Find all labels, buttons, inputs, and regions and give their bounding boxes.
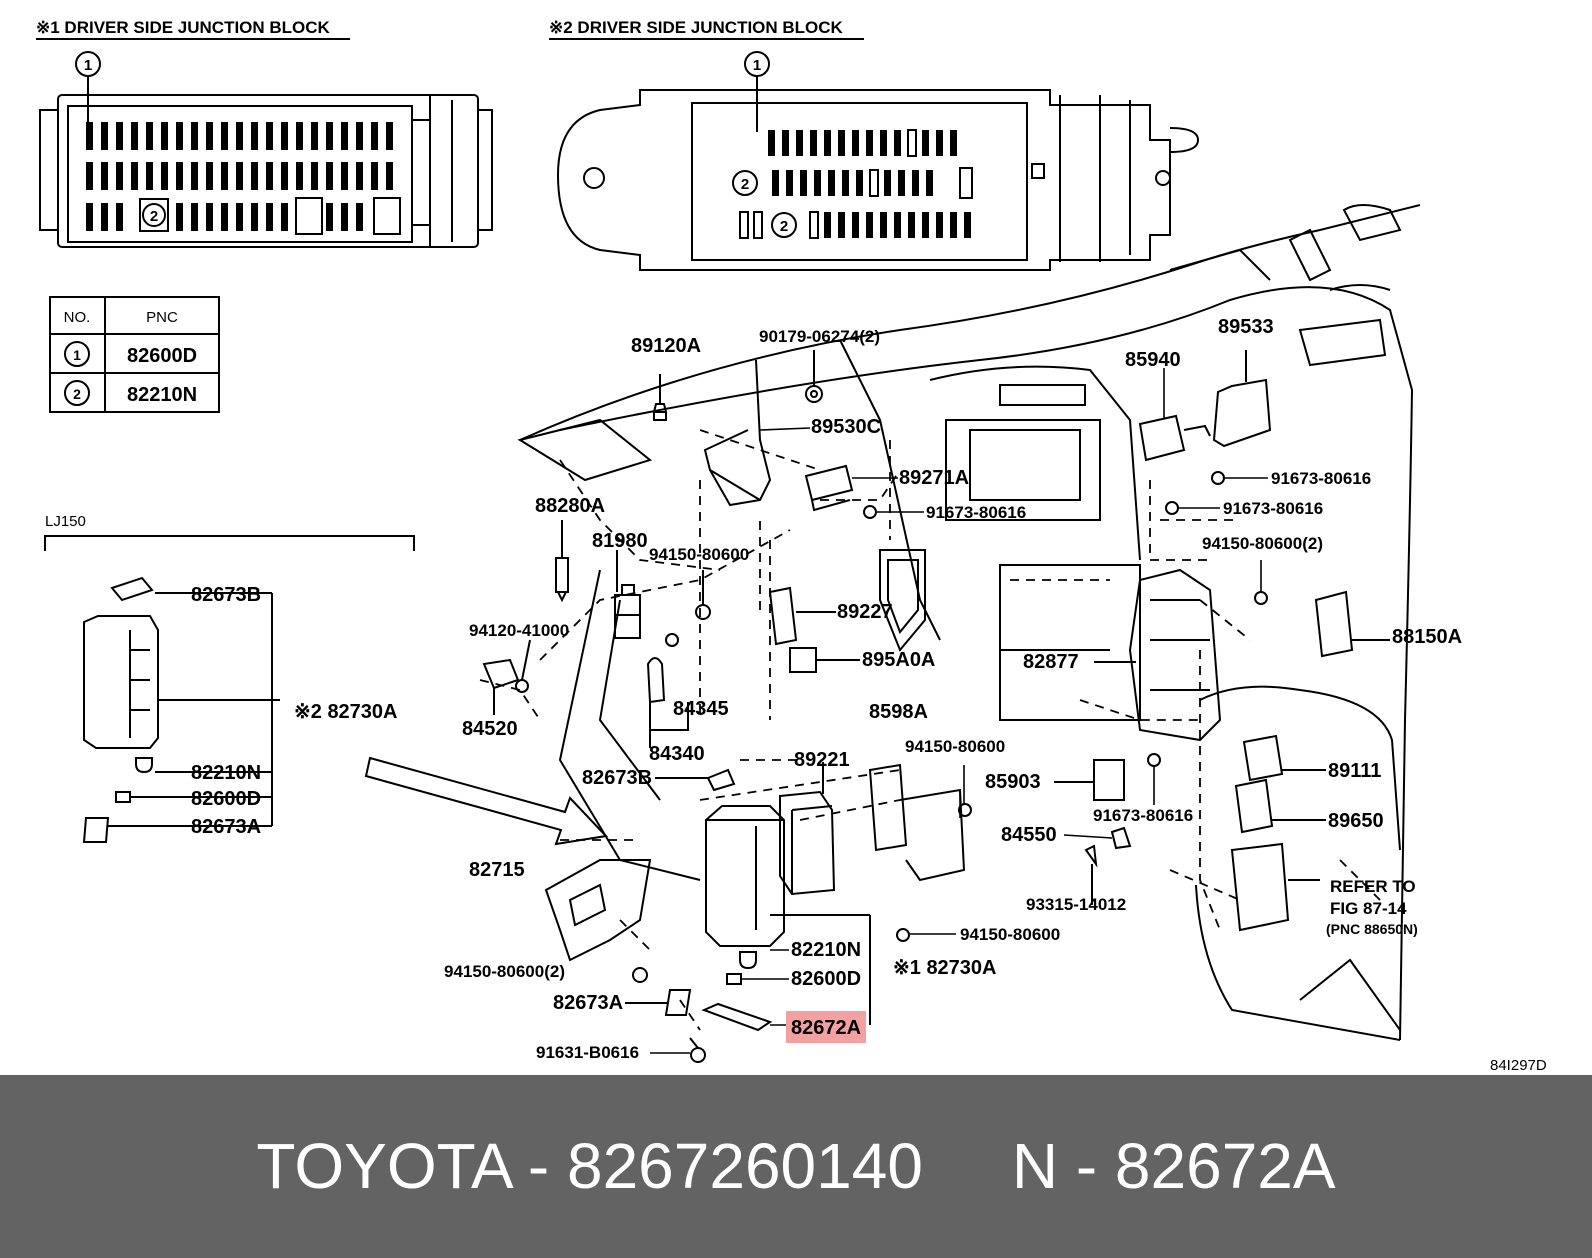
label-91673-a: 91673-80616 bbox=[926, 503, 1026, 522]
pnc-table-header-pnc: PNC bbox=[146, 309, 178, 326]
label-82877: 82877 bbox=[1023, 651, 1079, 673]
jb2-title: ※2 DRIVER SIDE JUNCTION BLOCK bbox=[549, 18, 844, 37]
label-82673B-mid: 82673B bbox=[582, 767, 652, 789]
label-82715: 82715 bbox=[469, 859, 525, 881]
part-number-caption: TOYOTA - 8267260140 N - 82672A bbox=[256, 1130, 1336, 1202]
label-84340: 84340 bbox=[649, 743, 705, 765]
label-82730A-mid: ※1 82730A bbox=[893, 957, 997, 979]
label-93315: 93315-14012 bbox=[1026, 895, 1126, 914]
label-94150-d: 94150-80600 bbox=[960, 925, 1060, 944]
highlight-82672A bbox=[786, 1011, 866, 1043]
footer-bar: TOYOTA - 8267260140 N - 82672A bbox=[0, 1075, 1592, 1258]
jb1-title: ※1 DRIVER SIDE JUNCTION BLOCK bbox=[36, 18, 331, 37]
label-85903: 85903 bbox=[985, 771, 1041, 793]
jb2-marker-2b: 2 bbox=[780, 218, 788, 235]
dashboard-outline bbox=[517, 204, 1421, 1041]
junction-block-1-drawing bbox=[39, 94, 493, 248]
label-89120A: 89120A bbox=[631, 335, 701, 357]
label-82210N-left: 82210N bbox=[191, 762, 261, 784]
label-81980: 81980 bbox=[592, 530, 648, 552]
pnc-table-header-no: NO. bbox=[64, 309, 91, 326]
leader-lines bbox=[650, 368, 1268, 1054]
junction-block-2-fuses bbox=[768, 130, 971, 238]
pnc-table-row-1-no: 1 bbox=[73, 347, 81, 363]
label-90179: 90179-06274(2) bbox=[759, 327, 880, 346]
refer-line-1: REFER TO bbox=[1330, 877, 1416, 896]
variant-label: LJ150 bbox=[45, 513, 86, 530]
jb2-marker-2a: 2 bbox=[741, 176, 749, 193]
junction-block-2-drawing bbox=[556, 51, 1200, 271]
label-82672A: 82672A bbox=[791, 1017, 861, 1039]
label-89530C: 89530C bbox=[811, 416, 881, 438]
label-85940: 85940 bbox=[1125, 349, 1181, 371]
diagram-code: 84I297D bbox=[1490, 1057, 1547, 1074]
jb1-marker-1: 1 bbox=[84, 57, 92, 74]
label-82210N-mid: 82210N bbox=[791, 939, 861, 961]
pnc-table-row-2-no: 2 bbox=[73, 386, 81, 402]
refer-line-3: (PNC 88650N) bbox=[1326, 921, 1418, 937]
label-89533: 89533 bbox=[1218, 316, 1274, 338]
label-82730A-left: ※2 82730A bbox=[294, 701, 398, 723]
jb2-marker-1: 1 bbox=[753, 57, 761, 74]
label-82673B-left: 82673B bbox=[191, 584, 261, 606]
diagram-drawing: ※1 DRIVER SIDE JUNCTION BLOCK ※2 DRIVER … bbox=[36, 18, 1547, 1074]
label-91673-b: 91673-80616 bbox=[1271, 469, 1371, 488]
label-89650: 89650 bbox=[1328, 810, 1384, 832]
label-84345: 84345 bbox=[673, 698, 729, 720]
parts-diagram: ※1 DRIVER SIDE JUNCTION BLOCK ※2 DRIVER … bbox=[36, 18, 1547, 1074]
refer-line-2: FIG 87-14 bbox=[1330, 899, 1407, 918]
label-89271A: 89271A bbox=[899, 467, 969, 489]
label-91673-c: 91673-80616 bbox=[1223, 499, 1323, 518]
label-82600D-left: 82600D bbox=[191, 788, 261, 810]
label-89221: 89221 bbox=[794, 749, 850, 771]
pnc-table-grid bbox=[49, 296, 220, 413]
label-94150-c: 94150-80600(2) bbox=[1202, 534, 1323, 553]
label-895A0A: 895A0A bbox=[862, 649, 935, 671]
label-91631: 91631-B0616 bbox=[536, 1043, 639, 1062]
label-88280A: 88280A bbox=[535, 495, 605, 517]
lj150-assembly-drawing bbox=[44, 535, 415, 843]
label-84550: 84550 bbox=[1001, 824, 1057, 846]
label-82600D-mid: 82600D bbox=[791, 968, 861, 990]
label-89111: 89111 bbox=[1328, 760, 1381, 782]
label-94120: 94120-41000 bbox=[469, 621, 569, 640]
label-82673A-left: 82673A bbox=[191, 816, 261, 838]
label-94150-b: 94150-80600 bbox=[905, 737, 1005, 756]
label-91673-d: 91673-80616 bbox=[1093, 806, 1193, 825]
label-8598A: 8598A bbox=[869, 701, 928, 723]
pnc-table-row-2-pnc: 82210N bbox=[127, 384, 197, 406]
diagram-text: ※1 DRIVER SIDE JUNCTION BLOCK ※2 DRIVER … bbox=[36, 18, 1547, 1074]
jb1-marker-2: 2 bbox=[150, 208, 158, 225]
label-89227: 89227 bbox=[837, 601, 893, 623]
label-88150A: 88150A bbox=[1392, 626, 1462, 648]
label-82673A-mid: 82673A bbox=[553, 992, 623, 1014]
junction-block-1-fuses bbox=[86, 122, 393, 231]
label-84520: 84520 bbox=[462, 718, 518, 740]
pnc-table-row-1-pnc: 82600D bbox=[127, 345, 197, 367]
label-94150-a: 94150-80600 bbox=[649, 545, 749, 564]
hidden-lines bbox=[479, 429, 1381, 1031]
label-94150-e: 94150-80600(2) bbox=[444, 962, 565, 981]
components bbox=[364, 350, 1390, 1063]
